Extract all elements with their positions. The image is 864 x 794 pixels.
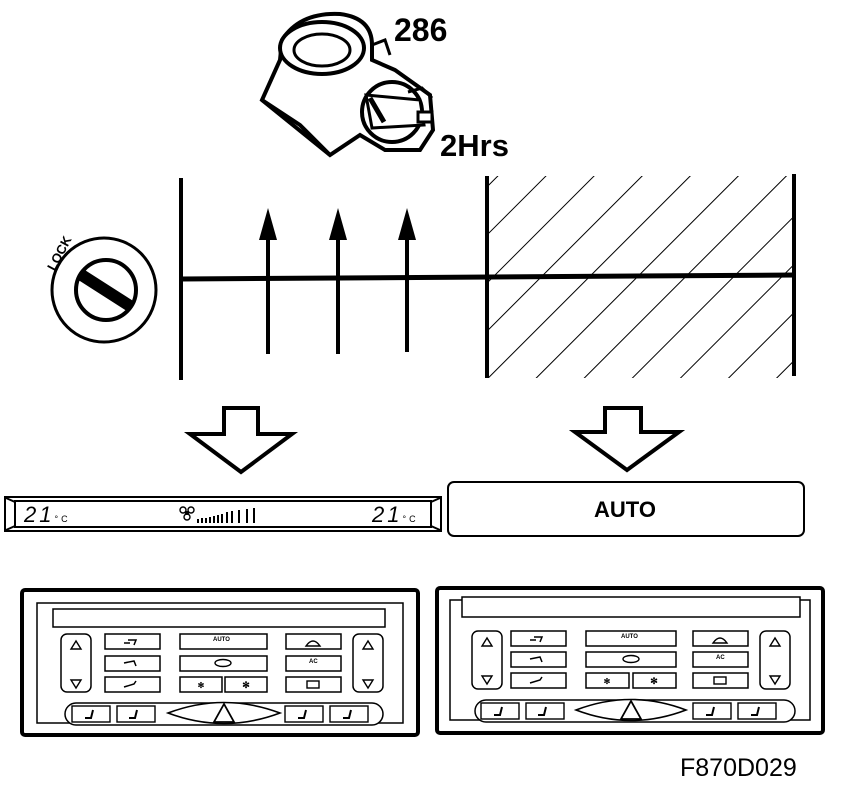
airflow-button-1[interactable] <box>510 630 567 647</box>
auto-button[interactable] <box>585 630 677 647</box>
auto-button-label-right: AUTO <box>621 634 638 640</box>
defrost-rear-button[interactable] <box>285 676 342 693</box>
svg-text:✻: ✻ <box>650 676 658 686</box>
up-arrow-icon <box>398 208 416 352</box>
ac-button[interactable] <box>285 655 342 672</box>
down-arrow-left <box>183 406 299 475</box>
auto-button[interactable] <box>179 633 268 650</box>
duration-label: 2Hrs <box>440 128 509 163</box>
airflow-button-1[interactable] <box>104 633 161 650</box>
ac-button-label-right: AC <box>716 655 725 661</box>
airflow-button-2[interactable] <box>104 655 161 672</box>
svg-text:✻: ✻ <box>242 680 250 690</box>
hazard-button[interactable] <box>212 702 236 723</box>
figure-id: F870D029 <box>680 754 797 782</box>
down-arrow-right <box>568 406 686 473</box>
climate-control-panel-left: ✻ ✻ <box>20 588 420 737</box>
up-arrow-icon <box>259 208 277 354</box>
fan-up-button[interactable] <box>632 672 677 689</box>
temp-left-unit: °C <box>54 514 71 524</box>
fan-down-button[interactable] <box>585 672 630 689</box>
auto-display-text: AUTO <box>594 497 656 522</box>
auto-display-box <box>447 481 805 537</box>
recirculation-button[interactable] <box>179 655 268 672</box>
climate-display-strip <box>4 496 442 532</box>
svg-text:✻: ✻ <box>604 677 611 686</box>
fan-up-button[interactable] <box>224 676 268 693</box>
ac-button-label-left: AC <box>309 659 318 665</box>
temp-rocker-left[interactable] <box>471 630 503 690</box>
timer-arrows <box>259 208 416 354</box>
defrost-rear-button[interactable] <box>692 672 749 689</box>
up-arrow-icon <box>329 208 347 354</box>
display-temp-left: 21°C <box>24 502 71 528</box>
auto-button-label-left: AUTO <box>213 637 230 643</box>
ac-button[interactable] <box>692 651 749 668</box>
timeline <box>179 174 797 380</box>
temp-left-value: 21 <box>24 502 55 527</box>
svg-text:✻: ✻ <box>198 681 205 690</box>
temp-right-unit: °C <box>402 514 419 524</box>
lock-cylinder-icon <box>50 236 158 344</box>
temp-right-value: 21 <box>372 502 403 527</box>
part-number-label: 286 <box>394 12 448 48</box>
recirculation-button[interactable] <box>585 651 677 668</box>
ignition-switch-illustration <box>259 11 436 158</box>
fan-speed-bars <box>197 508 255 523</box>
temp-rocker-left[interactable] <box>60 633 92 693</box>
hazard-button[interactable] <box>619 699 643 720</box>
temp-rocker-right[interactable] <box>352 633 384 693</box>
climate-control-panel-right: ✻ ✻ <box>435 586 825 735</box>
fan-down-button[interactable] <box>179 676 223 693</box>
display-temp-right: 21°C <box>372 502 419 528</box>
fan-icon <box>179 506 195 521</box>
airflow-button-2[interactable] <box>510 651 567 668</box>
temp-rocker-right[interactable] <box>759 630 791 690</box>
